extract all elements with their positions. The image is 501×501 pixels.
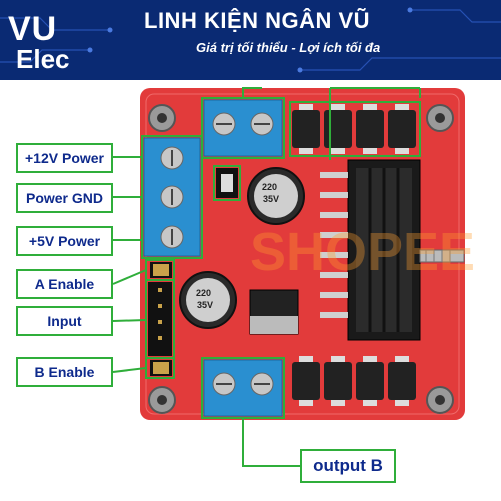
capacitor-lower-voltage: 35V: [197, 300, 213, 310]
label-input: Input: [16, 306, 113, 336]
terminal-block-output-a: [203, 99, 283, 157]
diodes-bottom: [292, 362, 416, 400]
capacitor-upper: [247, 167, 305, 225]
capacitor-upper-voltage: 35V: [263, 194, 279, 204]
shop-name: LINH KIỆN NGÂN VŨ: [144, 8, 371, 33]
label-12v-power: +12V Power: [16, 143, 113, 173]
terminal-block-output-b: [203, 359, 283, 417]
capacitor-upper-value: 220: [262, 182, 277, 192]
capacitor-lower: [179, 271, 237, 329]
brand-logo-bottom: Elec: [16, 44, 70, 74]
label-a-enable: A Enable: [16, 269, 113, 299]
capacitor-lower-value: 220: [196, 288, 211, 298]
watermark-text: SHOPEE: [250, 222, 475, 282]
heatsink: [347, 159, 421, 341]
diode-tabs-bottom: [299, 356, 409, 406]
shop-slogan: Giá trị tối thiểu - Lợi ích tối đa: [196, 40, 381, 55]
label-power-gnd: Power GND: [16, 183, 113, 213]
pin-header-enable-a: [150, 262, 172, 278]
heatsink-screw: [419, 249, 465, 263]
terminal-block-power: [143, 137, 201, 257]
header-banner: VU Elec LINH KIỆN NGÂN VŨ Giá trị tối th…: [0, 0, 501, 80]
brand-logo: VU Elec: [8, 8, 88, 74]
jumper-5v: [216, 168, 238, 198]
pin-header-input: [148, 282, 172, 356]
mounting-holes: [148, 104, 454, 414]
label-5v-power: +5V Power: [16, 226, 113, 256]
callout-frames: [141, 97, 421, 419]
brand-logo-top: VU: [8, 10, 58, 48]
label-b-enable: B Enable: [16, 357, 113, 387]
driver-pins: [320, 172, 348, 318]
callout-lines: [112, 87, 421, 467]
pin-header-enable-b: [150, 360, 172, 376]
voltage-regulator: [249, 289, 299, 335]
circuit-pattern-decoration: [0, 7, 501, 73]
label-output-b: output B: [300, 449, 396, 483]
diode-tabs-top: [299, 104, 409, 154]
